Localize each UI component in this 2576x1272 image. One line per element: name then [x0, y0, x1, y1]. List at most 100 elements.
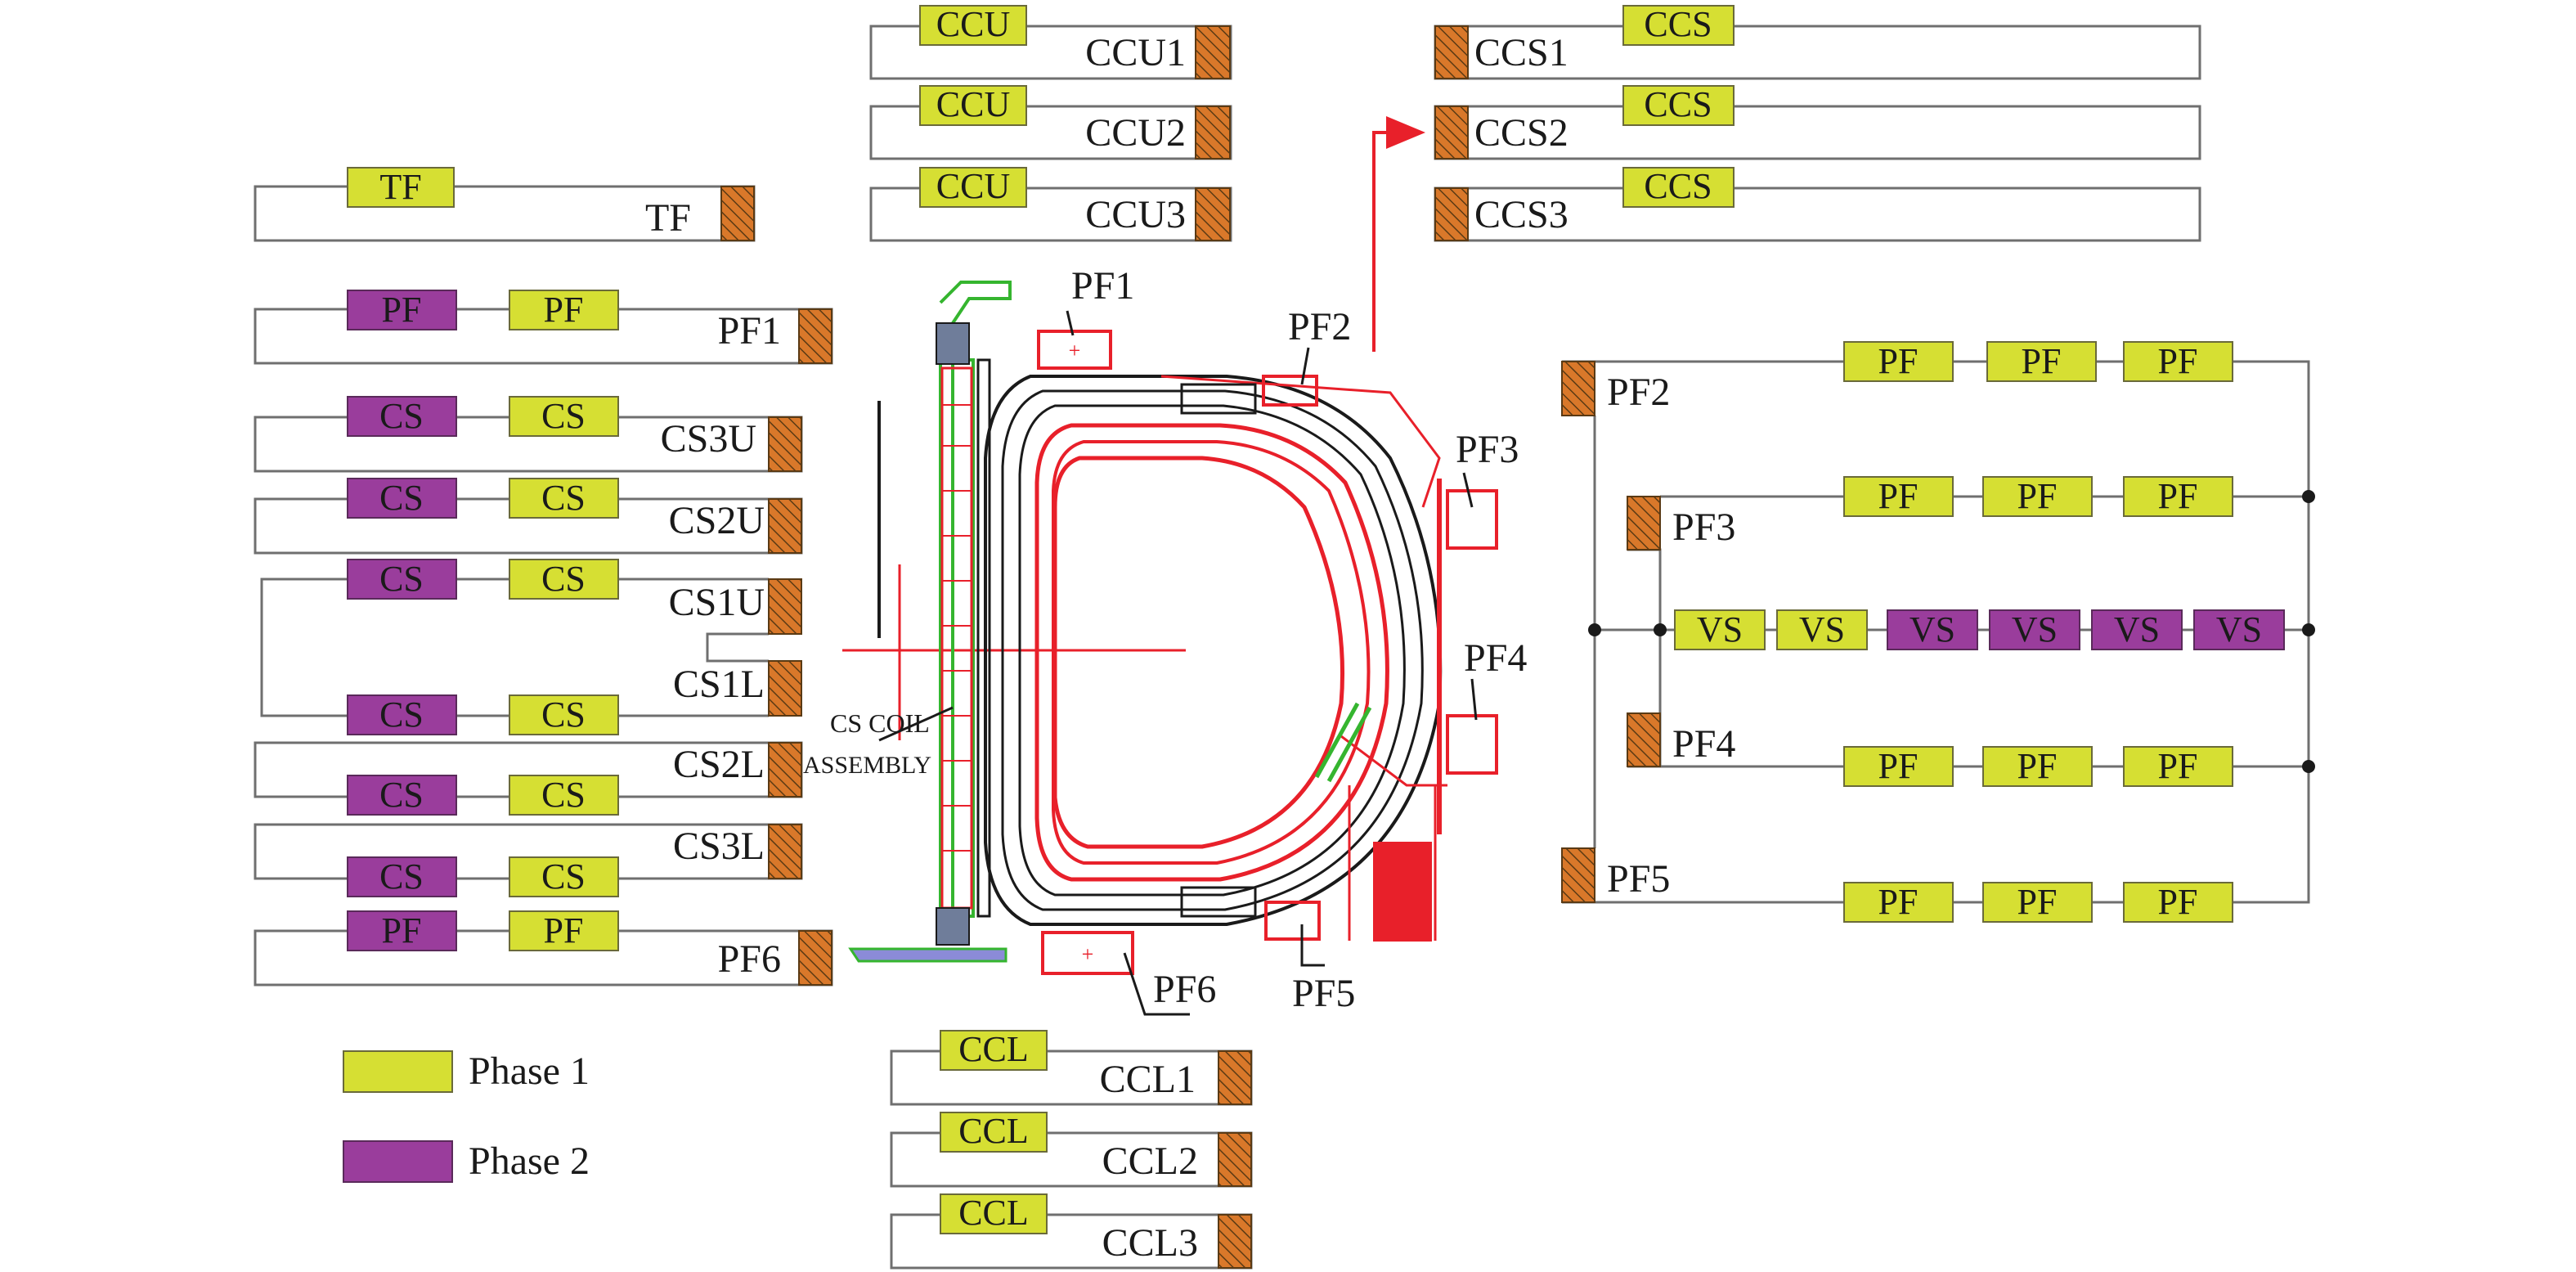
pf6-coil-label: PF6	[1153, 968, 1216, 1011]
tf-terminal	[720, 186, 755, 241]
cs3l-phase2-box-label: CS	[379, 856, 424, 897]
cs3u-circuit: CS CS CS3U	[254, 396, 803, 473]
ccs1-label: CCS1	[1474, 31, 1568, 74]
ccu1-phase1-box	[919, 5, 1027, 46]
ccs2-terminal	[1434, 106, 1469, 160]
pf5-coil-label: PF5	[1292, 972, 1355, 1015]
cs1l-terminal	[768, 660, 802, 717]
pf4-box-label: PF	[2158, 746, 2198, 786]
plasma-boundary	[1052, 456, 1344, 849]
pf2-label: PF2	[1607, 371, 1670, 414]
pf4-leader	[1470, 678, 1478, 721]
ccl3-box-label: CCL	[958, 1193, 1029, 1233]
ccu2-circuit: CCU CCU2	[869, 84, 1232, 160]
pf4-box-label: PF	[1878, 746, 1919, 786]
cs1u-phase2-box	[347, 559, 457, 600]
cs3l-phase2-box	[347, 856, 457, 897]
pf5-box-label: PF	[1878, 882, 1919, 922]
pf6-phase2-box-label: PF	[382, 910, 422, 951]
pf4-terminal	[1627, 712, 1661, 767]
legend-phase1-swatch	[343, 1050, 453, 1093]
ccu2-box-label: CCU	[936, 84, 1010, 124]
ccs2-box-label: CCS	[1644, 84, 1712, 124]
cs1u-phase1-box	[509, 559, 619, 600]
vs-box-label: VS	[2012, 609, 2058, 649]
ccs3-label: CCS3	[1474, 193, 1568, 236]
right-network: PF2 PF3 PF4 PF5 PF PF PF PF PF PF VS	[1561, 341, 2315, 923]
pf6-phase1-box	[509, 910, 619, 951]
cs2u-phase1-box	[509, 478, 619, 519]
pf2-terminal	[1561, 361, 1595, 416]
ccs2-label: CCS2	[1474, 111, 1568, 155]
pf3-terminal	[1627, 496, 1661, 551]
ccs1-circuit: CCS1 CCS	[1434, 4, 2201, 80]
vs-phase2-box	[1887, 609, 1978, 650]
junction-dot	[1588, 623, 1601, 636]
upper-port-structure	[1160, 375, 1441, 508]
ccs1-phase1-box	[1622, 5, 1735, 46]
cs3l-circuit: CS CS CS3L	[254, 823, 803, 897]
vs-box-label: VS	[1697, 609, 1743, 649]
cs2u-phase2-box	[347, 478, 457, 519]
pf5-phase1-box	[1843, 882, 1954, 923]
cs-inner-bore	[976, 358, 991, 918]
vs-row: VS VS VS VS VS VS	[1674, 609, 2285, 650]
vs-phase1-box	[1674, 609, 1766, 650]
pf3-phase1-box	[1982, 476, 2093, 517]
cs2l-phase1-box	[509, 775, 619, 816]
pf2-box-label: PF	[2158, 341, 2198, 381]
legend: Phase 1 Phase 2	[343, 1050, 590, 1183]
vs-phase1-box	[1776, 609, 1868, 650]
ccl1-circuit: CCL CCL1	[890, 1029, 1253, 1106]
pf1-phase2-box	[347, 290, 457, 330]
pf6-coil-marker: +	[1082, 942, 1094, 966]
vs-box-label: VS	[2114, 609, 2160, 649]
ccl2-box-label: CCL	[958, 1111, 1029, 1151]
vs-box-label: VS	[1799, 609, 1845, 649]
ccu1-label: CCU1	[1085, 31, 1186, 74]
pf3-coil	[1446, 489, 1498, 550]
pf4-box-label: PF	[2017, 746, 2058, 786]
junction-dot	[2302, 760, 2315, 773]
pf3-coil-label: PF3	[1456, 428, 1519, 471]
ccu1-terminal	[1195, 25, 1231, 79]
cs2u-circuit: CS CS CS2U	[254, 478, 803, 555]
ccl3-phase1-box	[940, 1193, 1048, 1234]
pf5-phase1-box	[2123, 882, 2233, 923]
cs1u-phase2-box-label: CS	[379, 559, 424, 599]
ccs1-terminal	[1434, 25, 1469, 79]
cs3u-label: CS3U	[661, 417, 756, 461]
vs-phase2-box	[2193, 609, 2285, 650]
junction-dot	[1654, 623, 1667, 636]
pf3-label: PF3	[1672, 506, 1735, 549]
cs-coil-label-line1: CS COIL	[830, 708, 930, 738]
pf1-terminal	[798, 308, 832, 364]
cs1u-label: CS1U	[669, 581, 765, 624]
ccs3-phase1-box	[1622, 167, 1735, 208]
pf3-phase1-box	[2123, 476, 2233, 517]
vs-box-label: VS	[1910, 609, 1955, 649]
pf1-phase2-box-label: PF	[382, 290, 422, 330]
pf5-row: PF PF PF	[1843, 882, 2233, 923]
ccs-arrow	[1372, 116, 1425, 352]
cs-support-outline	[939, 281, 1012, 908]
pf2-phase1-box	[1986, 341, 2097, 382]
ccu3-terminal	[1195, 187, 1231, 241]
cs2l-phase2-box	[347, 775, 457, 816]
ccl-circuits: CCL CCL1 CCL CCL2 CCL CCL3	[890, 1029, 1253, 1270]
pf4-phase1-box	[1982, 746, 2093, 787]
pf6-leader	[1123, 952, 1190, 1016]
pf4-label: PF4	[1672, 722, 1735, 766]
ccs-circuits: CCS1 CCS CCS2 CCS CCS3 CCS	[1434, 4, 2201, 242]
ccl1-label: CCL1	[1100, 1058, 1196, 1101]
ccl3-label: CCL3	[1102, 1221, 1198, 1265]
cs2u-phase2-box-label: CS	[379, 478, 424, 518]
ccu2-terminal	[1195, 106, 1231, 160]
cs3u-phase1-box-label: CS	[541, 396, 586, 436]
pf1-phase1-box	[509, 290, 619, 330]
pf1-leader	[1066, 310, 1075, 336]
cs1l-phase1-box	[509, 694, 619, 735]
cs-coil-label-line2: ASSEMBLY	[803, 752, 931, 779]
cs3l-phase1-box	[509, 856, 619, 897]
